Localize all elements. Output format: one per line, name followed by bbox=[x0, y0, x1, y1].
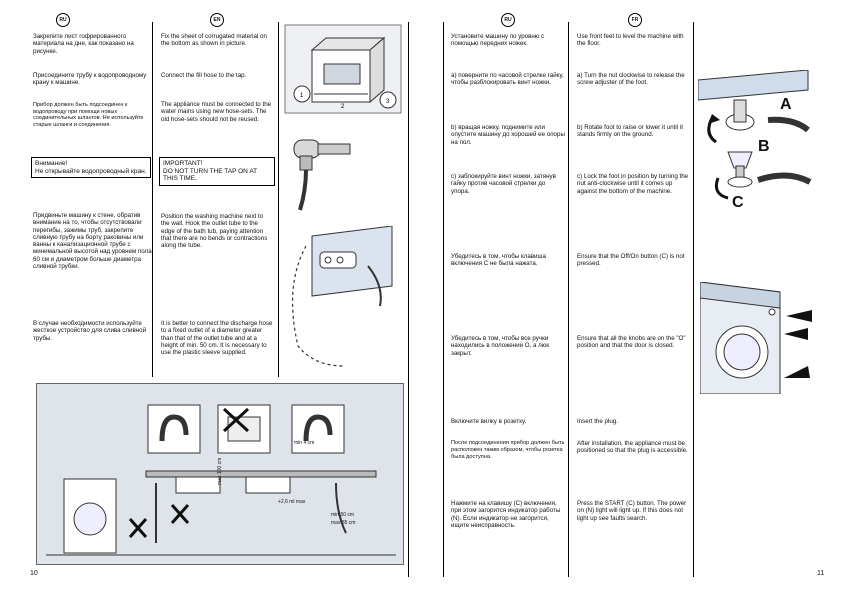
column-divider bbox=[693, 22, 694, 577]
svg-text:2: 2 bbox=[341, 104, 345, 110]
column-divider bbox=[408, 22, 409, 577]
column-divider bbox=[443, 22, 444, 577]
ru-r-text-8: После подсоединения прибор должен быть р… bbox=[451, 440, 565, 460]
ru-warning-box: Внимание! Не открывайте водопроводный кр… bbox=[31, 157, 151, 179]
label-max26: +2,6 ml max bbox=[278, 499, 306, 505]
ru-r-text-4: c) заблокируйте винт ножки, затянув гайк… bbox=[451, 173, 556, 195]
corrugated-sheet-illustration: 1 2 3 bbox=[284, 24, 402, 114]
label-max100: max 100 cm bbox=[217, 457, 223, 485]
en-r-text-7: Insert the plug. bbox=[577, 418, 618, 425]
label-a: A bbox=[780, 96, 792, 113]
en-r-text-4: c) Lock the foot in position by turning … bbox=[577, 173, 689, 195]
en-r-text-9: Press the START (C) button. The power on… bbox=[577, 500, 687, 522]
svg-text:3: 3 bbox=[386, 99, 390, 105]
ru-r-text-7: Включите вилку в розетку. bbox=[451, 418, 527, 425]
column-divider bbox=[568, 22, 569, 577]
ru-text-1: Закрепите лист гофрированного материала … bbox=[33, 33, 134, 55]
label-max85: max 85 cm bbox=[331, 520, 356, 526]
en-text-4: Position the washing machine next to the… bbox=[161, 213, 268, 250]
lang-badge-ru: RU bbox=[56, 13, 70, 27]
drain-installation-illustration bbox=[36, 383, 404, 565]
ru-text-3: Прибор должен быть подсоединен к водопро… bbox=[33, 102, 144, 128]
en-r-text-6: Ensure that all the knobs are on the "O"… bbox=[577, 335, 686, 350]
label-b: B bbox=[758, 138, 770, 155]
en-r-text-2: a) Turn the nut clockwise to release the… bbox=[577, 72, 685, 87]
page-number-right: 11 bbox=[817, 570, 825, 577]
ru-text-5: В случае необходимости используйте жестк… bbox=[33, 320, 147, 342]
lang-badge-fr: FR bbox=[628, 13, 642, 27]
page-number-left: 10 bbox=[30, 570, 38, 577]
label-c: C bbox=[732, 194, 744, 211]
outlet-hose-illustration bbox=[291, 226, 393, 367]
en-r-text-8: After installation, the appliance must b… bbox=[577, 440, 688, 455]
label-min50: min 50 cm bbox=[331, 512, 355, 518]
ru-r-text-1: Установите машину по уровню с помощью пе… bbox=[451, 33, 545, 48]
lang-badge-en: EN bbox=[210, 13, 224, 27]
ru-text-2: Присоедините трубу к водопроводному кран… bbox=[33, 72, 147, 87]
en-text-1: Fix the sheet of corrugated material on … bbox=[161, 33, 267, 48]
en-r-text-1: Use front feet to level the machine with… bbox=[577, 33, 684, 48]
svg-text:1: 1 bbox=[300, 93, 304, 99]
levelling-feet-illustration bbox=[698, 70, 812, 200]
ru-r-text-3: b) вращая ножку, поднимите или опустите … bbox=[451, 124, 565, 146]
column-divider bbox=[152, 22, 153, 377]
en-text-5: It is better to connect the discharge ho… bbox=[161, 320, 273, 357]
ru-r-text-9: Нажмите на клавишу (С) включения, при эт… bbox=[451, 500, 561, 529]
lang-badge-ru: RU bbox=[501, 13, 515, 27]
ru-r-text-6: Убедитесь в том, чтобы все ручки находил… bbox=[451, 335, 550, 357]
label-min4: min 4 cm bbox=[294, 440, 315, 446]
column-divider bbox=[278, 22, 279, 377]
en-warning-box: IMPORTANT! DO NOT TURN THE TAP ON AT THI… bbox=[159, 157, 275, 186]
control-panel-illustration bbox=[700, 282, 812, 394]
ru-text-4: Придвиньте машину к стене, обратив внима… bbox=[33, 212, 152, 271]
tap-illustration bbox=[293, 139, 351, 211]
en-r-text-3: b) Rotate foot to raise or lower it unti… bbox=[577, 124, 683, 139]
ru-r-text-2: a) поверните по часовой стрелке гайку, ч… bbox=[451, 72, 564, 87]
ru-r-text-5: Убедитесь в том, чтобы клавиша включения… bbox=[451, 253, 546, 268]
en-r-text-5: Ensure that the Off/On button (C) is not… bbox=[577, 253, 685, 268]
en-text-2: Connect the fill hose to the tap. bbox=[161, 72, 247, 79]
en-text-3: The appliance must be connected to the w… bbox=[161, 101, 272, 123]
